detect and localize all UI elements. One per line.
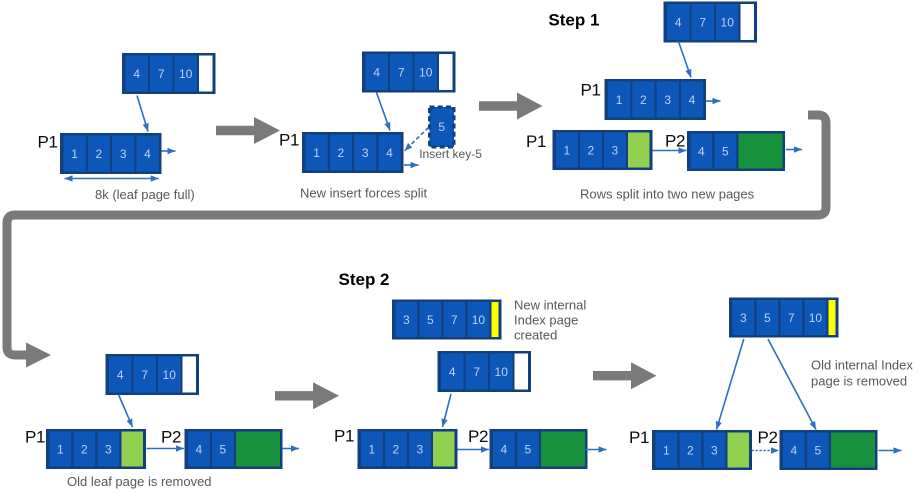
svg-text:page is removed: page is removed [811, 374, 907, 389]
svg-text:P1: P1 [334, 427, 354, 446]
svg-text:New internal: New internal [514, 298, 586, 313]
svg-text:P1: P1 [581, 81, 601, 100]
svg-text:Step 1: Step 1 [548, 10, 599, 29]
svg-text:Rows split into two new pages: Rows split into two new pages [580, 187, 755, 202]
svg-text:Insert key-5: Insert key-5 [419, 147, 482, 161]
svg-text:Old leaf page is removed: Old leaf page is removed [67, 474, 212, 489]
svg-text:Index page: Index page [514, 313, 578, 328]
svg-text:P1: P1 [25, 428, 45, 447]
svg-text:P1: P1 [279, 131, 299, 150]
svg-text:Step 2: Step 2 [339, 270, 390, 289]
svg-text:5: 5 [438, 120, 445, 134]
svg-text:P1: P1 [629, 428, 649, 447]
svg-text:P2: P2 [161, 428, 181, 447]
svg-text:8k (leaf page full): 8k (leaf page full) [95, 187, 195, 202]
svg-text:P1: P1 [38, 132, 58, 151]
svg-text:P2: P2 [468, 427, 488, 446]
svg-text:Old internal Index: Old internal Index [811, 358, 913, 373]
svg-text:created: created [514, 328, 557, 343]
svg-text:New insert forces split: New insert forces split [300, 186, 428, 201]
svg-text:P2: P2 [665, 132, 685, 151]
svg-text:P1: P1 [526, 132, 546, 151]
svg-text:P2: P2 [758, 428, 778, 447]
